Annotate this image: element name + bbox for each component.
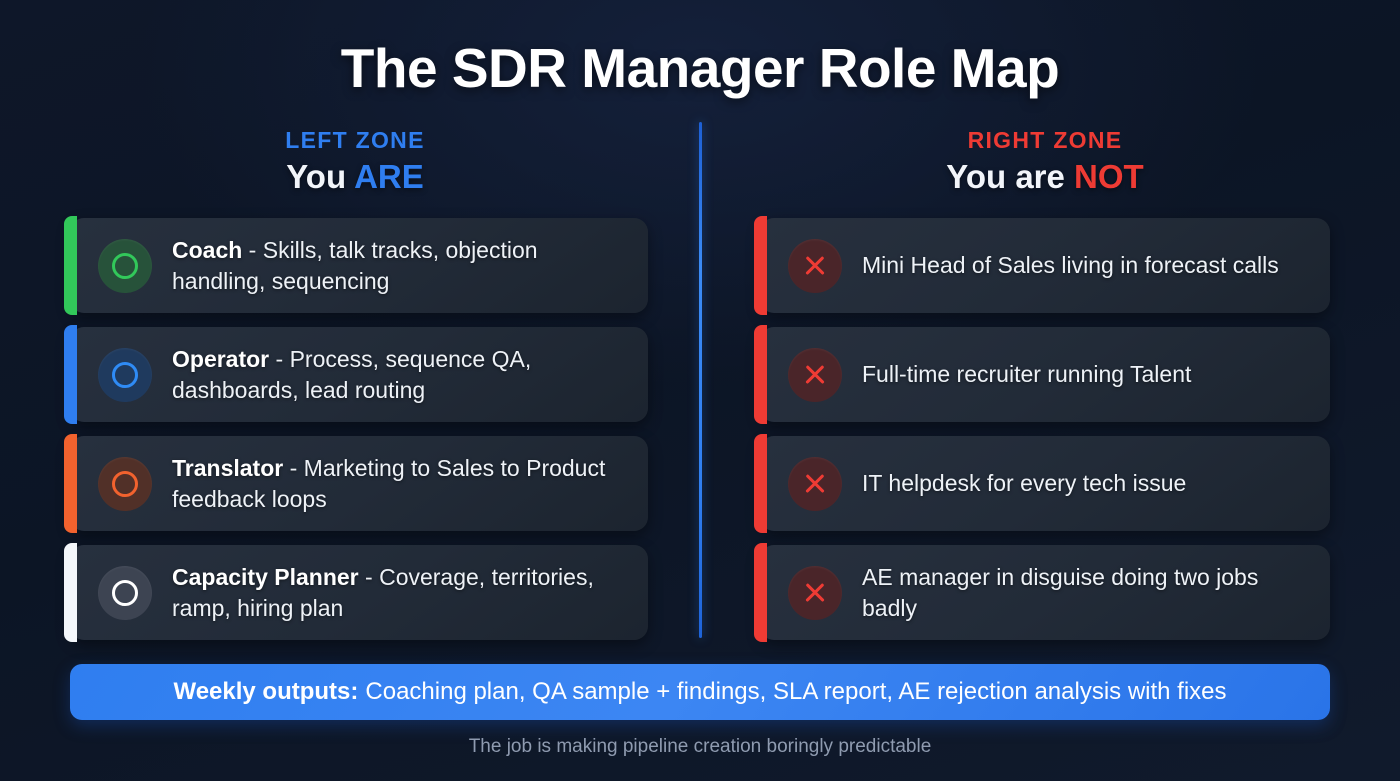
anti-role-badge	[788, 347, 842, 402]
anti-role-card[interactable]: Mini Head of Sales living in forecast ca…	[754, 216, 1330, 315]
weekly-outputs-banner: Weekly outputs:Coaching plan, QA sample …	[70, 664, 1330, 720]
x-mark-icon	[802, 580, 828, 606]
left-zone-subtitle-plain: You	[286, 158, 355, 196]
right-zone-subtitle-plain: You are	[946, 158, 1075, 196]
footer-note: The job is making pipeline creation bori…	[468, 736, 932, 757]
role-card[interactable]: Capacity Planner - Coverage, territories…	[64, 543, 648, 642]
role-badge	[98, 565, 152, 620]
role-card-text: Coach - Skills, talk tracks, objection h…	[172, 235, 648, 296]
anti-role-card[interactable]: Full-time recruiter running Talent	[754, 325, 1330, 424]
anti-role-badge	[788, 456, 842, 511]
x-mark-icon	[802, 471, 828, 497]
right-zone-kicker: RIGHT ZONE	[967, 127, 1123, 153]
x-mark-icon	[802, 362, 828, 388]
role-badge	[98, 347, 152, 402]
role-card-lead: Translator	[172, 454, 284, 481]
role-card[interactable]: Coach - Skills, talk tracks, objection h…	[64, 216, 648, 315]
circle-ring-icon	[112, 470, 138, 497]
right-zone-header: RIGHT ZONE You are NOT	[740, 127, 1350, 197]
left-zone-card-list: Coach - Skills, talk tracks, objection h…	[64, 216, 648, 654]
role-card-detail: - Skills, talk tracks, objection handlin…	[172, 236, 538, 294]
anti-role-card-text: IT helpdesk for every tech issue	[862, 470, 1187, 497]
role-card-text: Operator - Process, sequence QA, dashboa…	[172, 344, 648, 405]
role-card[interactable]: Translator - Marketing to Sales to Produ…	[64, 434, 648, 533]
circle-ring-icon	[112, 252, 138, 279]
anti-role-card-text: Mini Head of Sales living in forecast ca…	[862, 252, 1279, 279]
role-card-lead: Capacity Planner	[172, 563, 359, 590]
left-zone-header: LEFT ZONE You ARE	[50, 127, 660, 197]
circle-ring-icon	[112, 361, 138, 388]
x-mark-icon	[802, 253, 828, 279]
anti-role-card[interactable]: IT helpdesk for every tech issue	[754, 434, 1330, 533]
right-zone-subtitle-accent: NOT	[1074, 158, 1144, 196]
right-zone-subtitle: You are NOT	[740, 157, 1350, 197]
role-card-lead: Operator	[172, 345, 270, 372]
role-card-detail: - Marketing to Sales to Product feedback…	[172, 454, 606, 512]
role-card-detail: - Coverage, territories, ramp, hiring pl…	[172, 563, 594, 621]
circle-ring-icon	[112, 579, 138, 606]
page-title: The SDR Manager Role Map	[340, 37, 1060, 99]
left-zone-subtitle: You ARE	[50, 157, 660, 197]
role-card-text: Capacity Planner - Coverage, territories…	[172, 562, 648, 623]
left-zone-subtitle-accent: ARE	[354, 158, 424, 196]
right-zone-card-list: Mini Head of Sales living in forecast ca…	[754, 216, 1330, 654]
anti-role-badge	[788, 238, 842, 293]
anti-role-card[interactable]: AE manager in disguise doing two jobs ba…	[754, 543, 1330, 642]
role-badge	[98, 456, 152, 511]
role-card-detail: - Process, sequence QA, dashboards, lead…	[172, 345, 532, 403]
anti-role-card-text: AE manager in disguise doing two jobs ba…	[862, 563, 1259, 621]
center-divider	[699, 122, 702, 638]
weekly-outputs-text: Coaching plan, QA sample + findings, SLA…	[365, 678, 1227, 705]
role-card-lead: Coach	[172, 236, 243, 263]
anti-role-badge	[788, 565, 842, 620]
role-card[interactable]: Operator - Process, sequence QA, dashboa…	[64, 325, 648, 424]
role-card-text: Translator - Marketing to Sales to Produ…	[172, 453, 648, 514]
left-zone-kicker: LEFT ZONE	[285, 127, 425, 153]
role-badge	[98, 238, 152, 293]
weekly-outputs-label: Weekly outputs:	[173, 678, 359, 705]
anti-role-card-text: Full-time recruiter running Talent	[862, 361, 1192, 388]
